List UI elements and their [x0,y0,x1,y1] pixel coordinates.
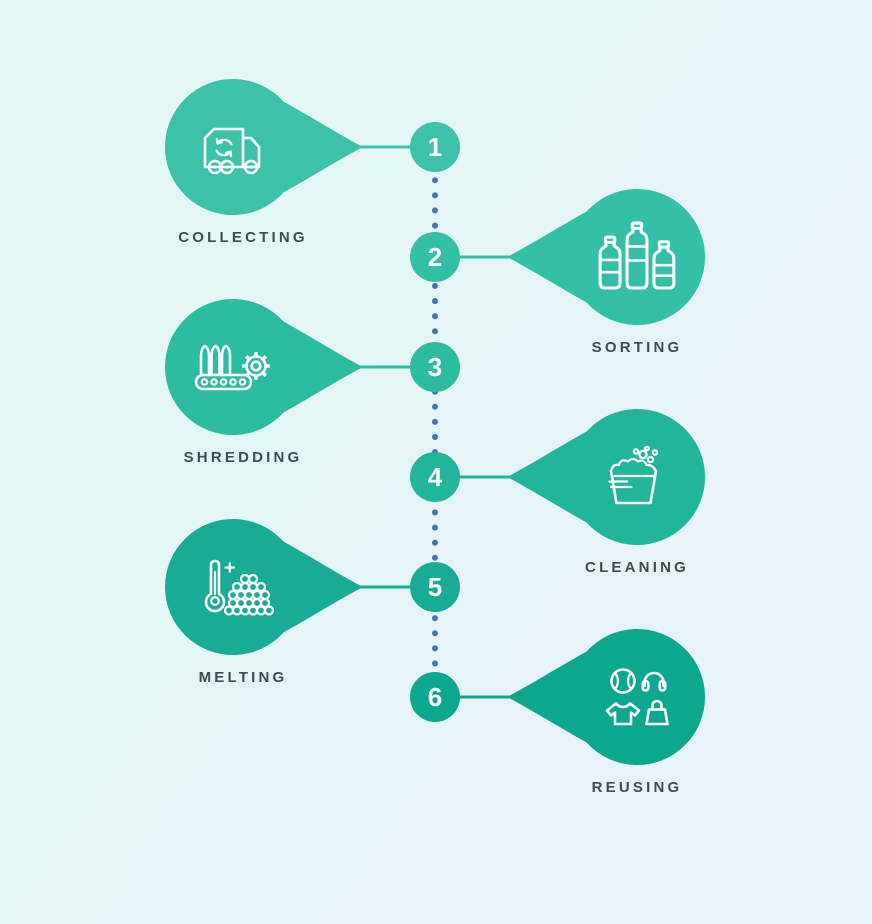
step-melting: 5 MELTING [160,519,470,686]
plastic-bottles-icon [598,221,676,290]
step-number: 4 [428,462,443,492]
step-label: COLLECTING [178,229,308,246]
conveyor-shredder-icon [194,344,270,391]
teardrop-shape [507,629,706,765]
step-number: 1 [428,132,442,162]
step-label: SORTING [591,339,683,356]
step-number-circle [410,342,460,392]
teardrop-shape [507,409,706,545]
step-reusing: 6 REUSING [402,629,712,796]
step-number-circle [410,232,460,282]
teardrop-shape [164,299,363,435]
step-number-circle [410,672,460,722]
step-number-circle [410,562,460,612]
step-shredding: 3 SHREDDING [160,299,470,466]
step-number-circle [410,122,460,172]
step-sorting: 2 SORTING [402,189,712,356]
wash-basin-icon [608,445,659,505]
step-number: 5 [428,572,442,602]
step-number: 2 [428,242,442,272]
thermometer-pellets-icon [204,559,275,616]
recycling-truck-icon [203,127,261,175]
step-label: CLEANING [585,559,689,576]
step-cleaning: 4 CLEANING [402,409,712,576]
step-collecting: 1 COLLECTING [160,78,470,246]
reused-goods-icon [605,668,669,726]
teardrop-shape [507,189,706,325]
step-number: 6 [428,682,442,712]
step-label: SHREDDING [183,449,303,466]
step-label: MELTING [198,669,288,686]
step-label: REUSING [591,779,683,796]
step-number: 3 [428,352,442,382]
step-number-circle [410,452,460,502]
teardrop-shape [164,78,363,215]
